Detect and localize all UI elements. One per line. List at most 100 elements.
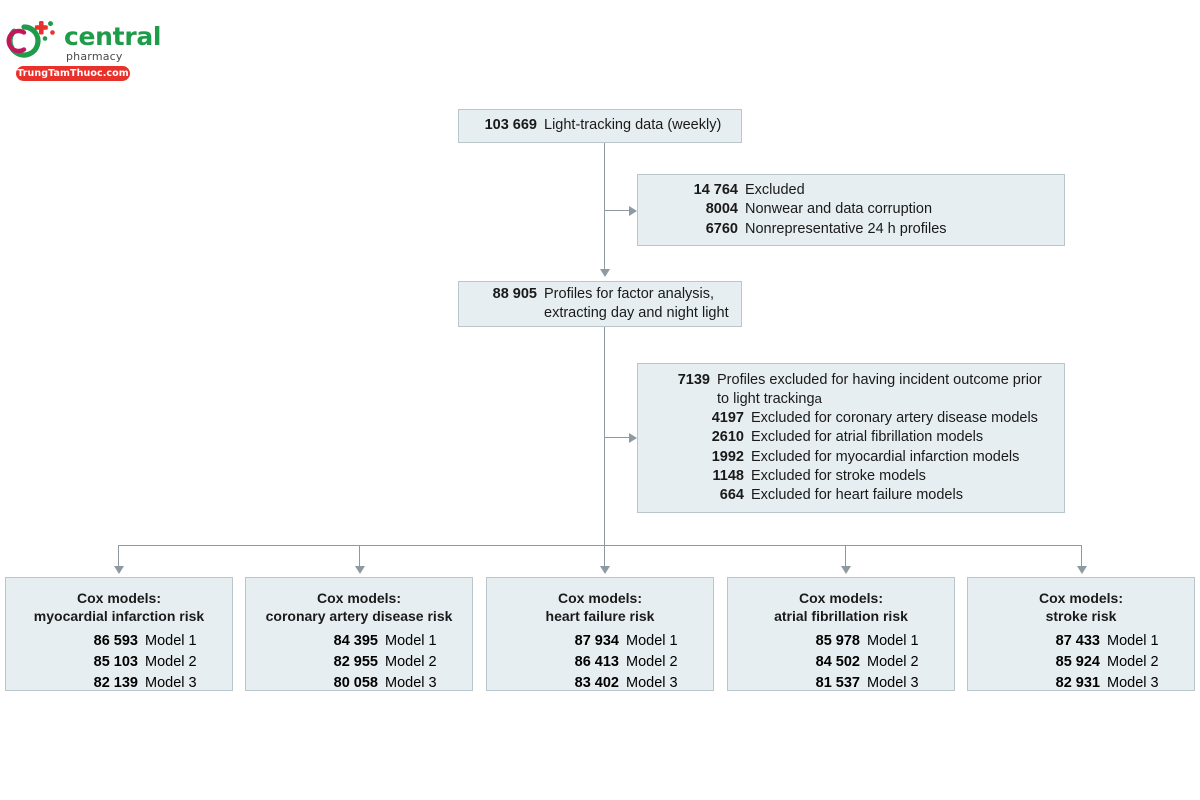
node-label: Excluded <box>745 182 805 199</box>
node-cox-models-coronary-artery-disease: Cox models: coronary artery disease risk… <box>245 577 473 691</box>
arrowhead-cox-3 <box>600 566 610 574</box>
arrowhead-to-excluded-1 <box>629 206 637 216</box>
node-sub-label: Excluded for coronary artery disease mod… <box>751 410 1038 427</box>
node-sub-row: 1992 Excluded for myocardial infarction … <box>638 448 1064 467</box>
cox-title: Cox models: stroke risk <box>968 578 1194 628</box>
cox-title: Cox models: atrial fibrillation risk <box>728 578 954 628</box>
node-label-continuation: extracting day and night light <box>544 305 729 321</box>
cox-model-label: Model 3 <box>145 675 197 692</box>
node-cox-models-atrial-fibrillation: Cox models: atrial fibrillation risk 85 … <box>727 577 955 691</box>
cox-model-count: 85 978 <box>815 633 860 650</box>
footnote-marker: a <box>814 391 822 407</box>
connector-middle-to-cox <box>604 327 605 546</box>
node-sub-count: 2610 <box>711 429 744 446</box>
node-sub-row: 8004 Nonwear and data corruption <box>638 200 1064 219</box>
node-sub-row: 4197 Excluded for coronary artery diseas… <box>638 409 1064 428</box>
cox-title: Cox models: heart failure risk <box>487 578 713 628</box>
node-sub-count: 1992 <box>711 448 744 465</box>
node-sub-label: Excluded for myocardial infarction model… <box>751 448 1020 465</box>
cox-model-list: 85 978 Model 1 84 502 Model 2 81 537 Mod… <box>728 628 954 694</box>
cox-model-count: 87 934 <box>574 633 619 650</box>
cox-title-line2: stroke risk <box>1045 608 1117 625</box>
connector-drop-4 <box>845 545 846 568</box>
node-sub-row: 6760 Nonrepresentative 24 h profiles <box>638 220 1064 239</box>
node-light-tracking-data: 103 669 Light-tracking data (weekly) <box>458 109 742 143</box>
node-count: 14 764 <box>693 182 738 199</box>
cox-model-count: 87 433 <box>1055 633 1100 650</box>
node-sub-label: Nonrepresentative 24 h profiles <box>745 220 947 237</box>
node-sub-row: 664 Excluded for heart failure models <box>638 486 1064 505</box>
cox-title: Cox models: myocardial infarction risk <box>6 578 232 628</box>
connector-to-excluded-1 <box>604 210 630 211</box>
logo-site-url-badge: TrungTamThuoc.com <box>16 66 130 81</box>
cox-model-row: 86 413 Model 2 <box>487 652 713 673</box>
cox-title-line1: Cox models: <box>798 590 883 606</box>
cox-model-row: 85 978 Model 1 <box>728 631 954 652</box>
cox-model-row: 84 395 Model 1 <box>246 631 472 652</box>
cox-model-label: Model 1 <box>1107 633 1159 650</box>
cox-model-list: 87 433 Model 1 85 924 Model 2 82 931 Mod… <box>968 628 1194 694</box>
cox-model-count: 80 058 <box>333 675 378 692</box>
logo-brand-subtitle: pharmacy <box>66 50 123 63</box>
arrowhead-cox-1 <box>114 566 124 574</box>
cox-model-count: 82 955 <box>333 654 378 671</box>
node-cox-models-stroke: Cox models: stroke risk 87 433 Model 1 8… <box>967 577 1195 691</box>
cox-model-list: 87 934 Model 1 86 413 Model 2 83 402 Mod… <box>487 628 713 694</box>
cox-model-row: 82 931 Model 3 <box>968 673 1194 694</box>
node-sub-row: 1148 Excluded for stroke models <box>638 467 1064 486</box>
cox-model-list: 86 593 Model 1 85 103 Model 2 82 139 Mod… <box>6 628 232 694</box>
cox-model-label: Model 3 <box>626 675 678 692</box>
brand-logo: central pharmacy TrungTamThuoc.com <box>6 16 162 82</box>
cox-model-count: 84 395 <box>333 633 378 650</box>
cox-model-count: 84 502 <box>815 654 860 671</box>
cox-model-count: 83 402 <box>574 675 619 692</box>
node-label: Profiles for factor analysis, <box>544 285 715 302</box>
cox-title-line1: Cox models: <box>316 590 401 606</box>
node-sub-count: 6760 <box>705 220 738 237</box>
cox-model-row: 87 433 Model 1 <box>968 631 1194 652</box>
cox-model-label: Model 3 <box>385 675 437 692</box>
node-excluded-incident-outcome: 7139 Profiles excluded for having incide… <box>637 363 1065 513</box>
cox-model-label: Model 1 <box>385 633 437 650</box>
node-sub-label: Excluded for atrial fibrillation models <box>751 429 984 446</box>
connector-distributor-bar <box>118 545 1082 546</box>
cox-model-count: 82 139 <box>93 675 138 692</box>
cox-model-row: 83 402 Model 3 <box>487 673 713 694</box>
node-cox-models-heart-failure: Cox models: heart failure risk 87 934 Mo… <box>486 577 714 691</box>
node-sub-count: 664 <box>719 486 744 503</box>
cox-model-row: 84 502 Model 2 <box>728 652 954 673</box>
cox-model-label: Model 3 <box>1107 675 1159 692</box>
node-excluded-first-stage: 14 764 Excluded 8004 Nonwear and data co… <box>637 174 1065 246</box>
node-primary-row: 7139 Profiles excluded for having incide… <box>638 371 1064 390</box>
cox-title-line2: atrial fibrillation risk <box>774 608 908 625</box>
cox-model-label: Model 1 <box>626 633 678 650</box>
cox-title-line1: Cox models: <box>76 590 161 606</box>
node-primary-row: 14 764 Excluded <box>638 181 1064 200</box>
cox-model-list: 84 395 Model 1 82 955 Model 2 80 058 Mod… <box>246 628 472 694</box>
connector-to-excluded-2 <box>604 437 630 438</box>
cox-model-row: 85 103 Model 2 <box>6 652 232 673</box>
cox-title-line2: myocardial infarction risk <box>33 608 205 625</box>
cox-title-line1: Cox models: <box>557 590 642 606</box>
arrowhead-cox-4 <box>841 566 851 574</box>
node-cox-models-myocardial-infarction: Cox models: myocardial infarction risk 8… <box>5 577 233 691</box>
node-label-continuation-row: extracting day and night light <box>459 304 741 323</box>
cox-model-label: Model 1 <box>867 633 919 650</box>
node-primary-row: 88 905 Profiles for factor analysis, <box>459 285 741 304</box>
cox-model-count: 85 103 <box>93 654 138 671</box>
cox-model-row: 82 139 Model 3 <box>6 673 232 694</box>
node-profiles-for-factor-analysis: 88 905 Profiles for factor analysis, ext… <box>458 281 742 327</box>
connector-drop-5 <box>1081 545 1082 568</box>
arrowhead-cox-5 <box>1077 566 1087 574</box>
cox-model-label: Model 2 <box>1107 654 1159 671</box>
node-sub-count: 8004 <box>705 201 738 218</box>
arrowhead-cox-2 <box>355 566 365 574</box>
cox-model-row: 87 934 Model 1 <box>487 631 713 652</box>
connector-drop-3 <box>604 545 605 568</box>
cox-model-label: Model 2 <box>867 654 919 671</box>
node-sub-row: 2610 Excluded for atrial fibrillation mo… <box>638 428 1064 447</box>
cox-model-count: 81 537 <box>815 675 860 692</box>
cox-model-row: 85 924 Model 2 <box>968 652 1194 673</box>
